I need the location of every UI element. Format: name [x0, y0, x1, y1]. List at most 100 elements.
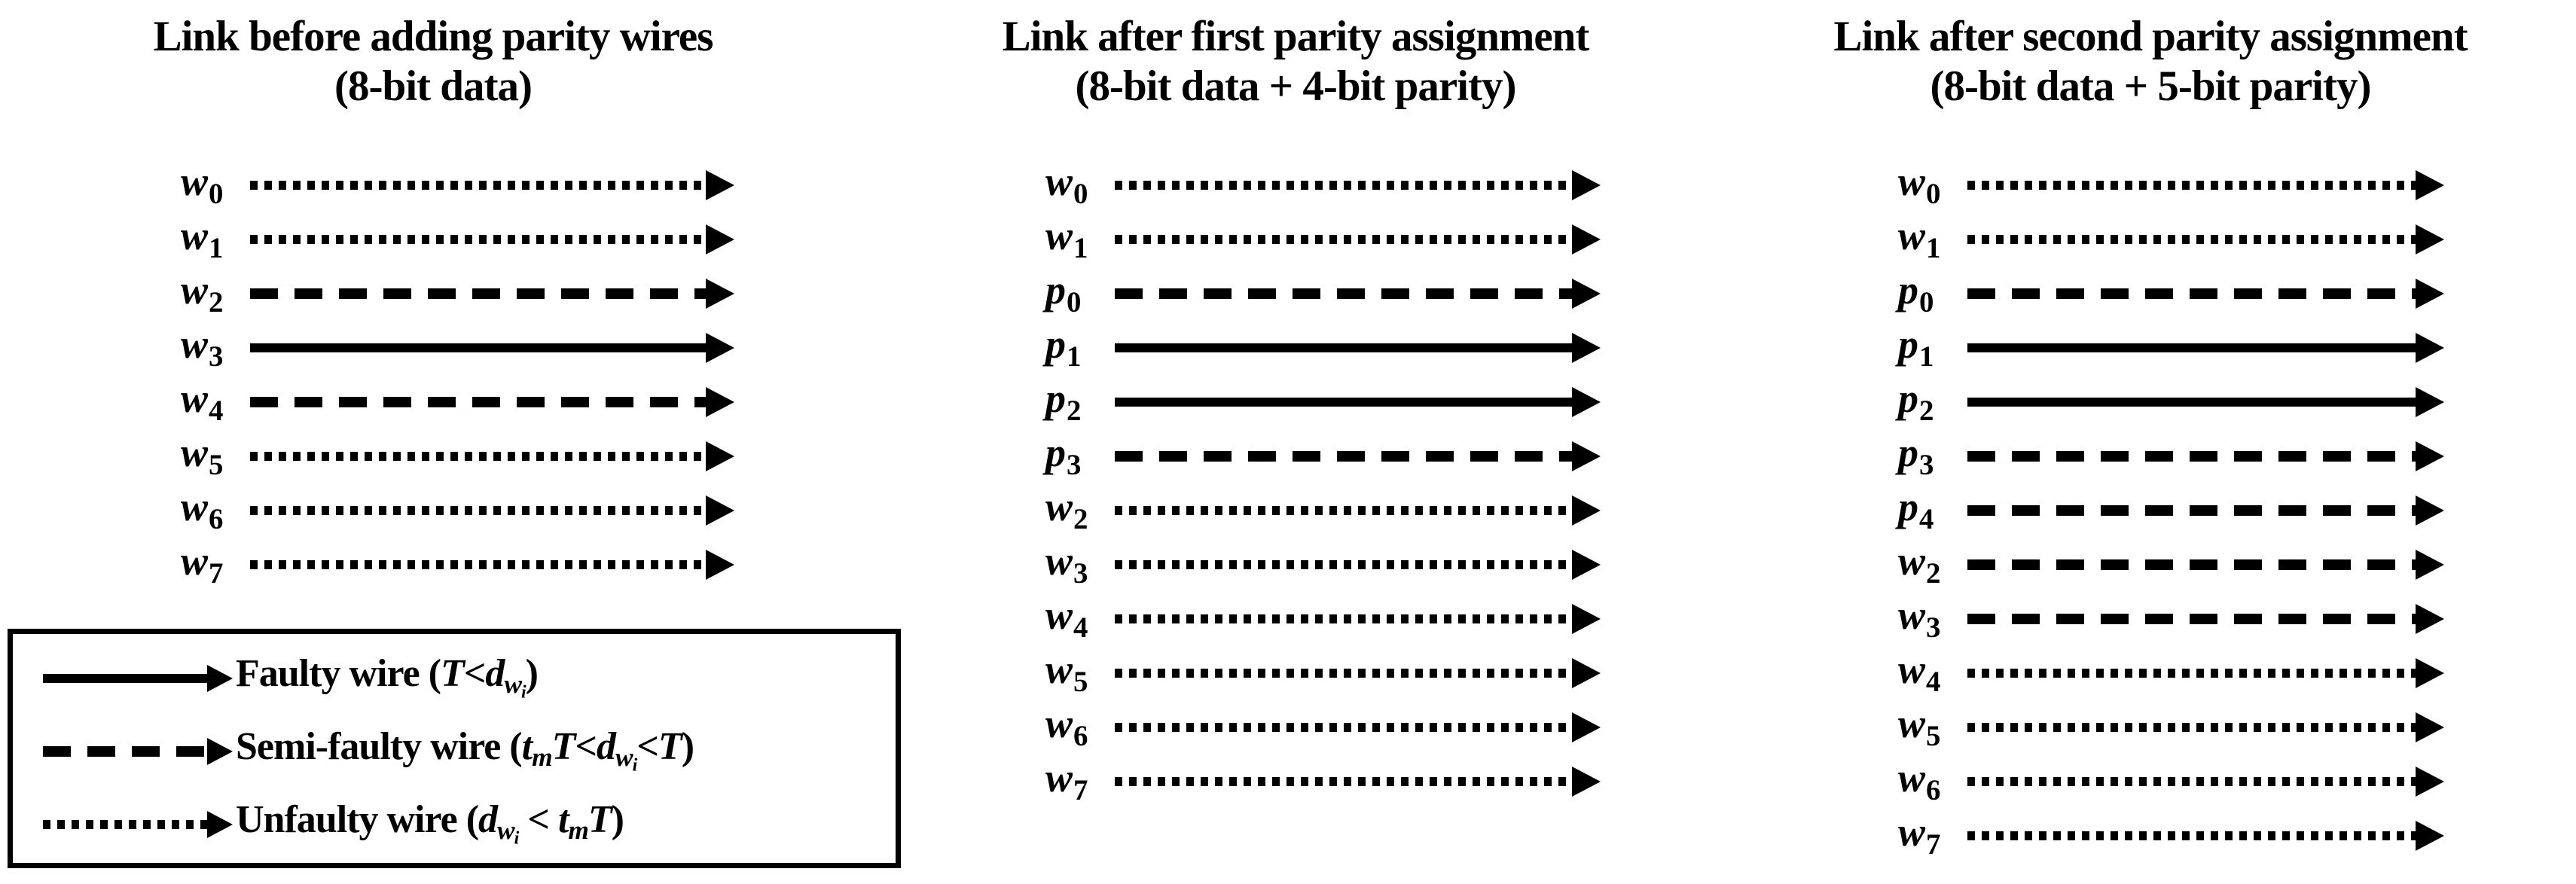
wire-line — [250, 375, 734, 429]
wire-label: w6 — [181, 486, 250, 535]
wire-line — [1115, 754, 1601, 809]
arrowhead-icon — [706, 279, 734, 309]
wire-subscript: 6 — [1926, 774, 1941, 807]
wire-subscript: 0 — [1926, 178, 1941, 211]
panel-title-line1: Link after second parity assignment — [1833, 13, 2468, 60]
wire-label: p3 — [1045, 432, 1115, 480]
legend-item-faulty: Faulty wire (T<dwi) — [43, 642, 888, 715]
arrowhead-icon — [1572, 387, 1601, 418]
wire-line — [250, 158, 734, 212]
panel-before-parity: Link before adding parity wires (8-bit d… — [0, 0, 866, 884]
math-var: w — [615, 742, 633, 773]
wire-line — [1115, 429, 1601, 483]
wire-list: w0 w1 w2 w3 w4 w5 — [0, 158, 866, 592]
wire-name: w — [1045, 593, 1073, 639]
wire-stroke — [1115, 398, 1574, 407]
wire-line — [250, 538, 734, 592]
arrowhead-icon — [706, 333, 734, 364]
legend-item-semi-faulty: Semi-faulty wire (tmT<dwi<T) — [43, 715, 888, 788]
legend-label: Semi-faulty wire (tmT<dwi<T) — [236, 725, 694, 776]
legend-label: Unfaulty wire (dwi < tmT) — [236, 798, 624, 848]
arrowhead-icon — [2416, 712, 2444, 743]
wire-line — [1967, 158, 2444, 212]
wire-name: p — [1045, 430, 1066, 476]
wire-row-w0: w0 — [181, 158, 734, 212]
math-operator: < — [463, 652, 487, 696]
legend-box: Faulty wire (T<dwi) Semi-faulty wire (tm… — [8, 629, 901, 868]
wire-subscript: 2 — [1073, 503, 1088, 536]
legend-stroke — [43, 673, 209, 683]
wire-row-w5: w5 — [1898, 700, 2444, 754]
arrowhead-icon — [1572, 333, 1601, 364]
wire-subscript: 5 — [1926, 720, 1941, 753]
wire-line — [1967, 700, 2444, 754]
wire-subscript: 6 — [1073, 720, 1088, 753]
arrowhead-icon — [706, 495, 734, 526]
wire-subscript: 7 — [1926, 828, 1941, 861]
wire-name: w — [1898, 647, 1926, 693]
wire-row-w5: w5 — [1045, 646, 1601, 700]
wire-row-w2: w2 — [1898, 538, 2444, 592]
wire-name: p — [1045, 267, 1066, 313]
math-subscript: wi — [504, 669, 526, 702]
wire-name: w — [1045, 701, 1073, 747]
wire-name: p — [1898, 267, 1918, 313]
arrowhead-icon — [1572, 170, 1601, 201]
wire-subscript: 3 — [1919, 449, 1934, 482]
wire-name: w — [181, 213, 209, 259]
wire-subscript: 1 — [1919, 340, 1934, 373]
arrowhead-icon — [2416, 224, 2444, 255]
wire-name: p — [1045, 322, 1066, 367]
legend-stroke — [43, 745, 209, 757]
wire-label: w2 — [1045, 486, 1115, 535]
math-var: d — [597, 725, 616, 769]
wire-subscript: 0 — [1919, 286, 1934, 319]
wire-name: w — [1045, 484, 1073, 530]
wire-line — [1967, 429, 2444, 483]
arrowhead-icon — [2416, 170, 2444, 201]
wire-row-w6: w6 — [181, 483, 734, 538]
wire-stroke — [1967, 288, 2418, 300]
legend-sample-line — [43, 788, 233, 861]
wire-label: w0 — [1045, 161, 1115, 209]
wire-row-p3: p3 — [1898, 429, 2444, 483]
wire-label: p3 — [1898, 432, 1967, 480]
wire-label: p2 — [1898, 378, 1967, 426]
wire-label: p1 — [1898, 324, 1967, 372]
wire-label: w7 — [1898, 812, 1967, 860]
math-var: w — [497, 815, 515, 846]
wire-name: p — [1045, 376, 1066, 422]
wire-subscript: 5 — [209, 449, 224, 482]
math-operator: < — [636, 725, 659, 769]
wire-stroke — [250, 397, 708, 408]
wire-stroke — [1115, 451, 1574, 462]
wire-line — [1115, 321, 1601, 375]
wire-label: p1 — [1045, 324, 1115, 372]
wire-label: w3 — [1045, 541, 1115, 589]
wire-name: w — [1045, 755, 1073, 801]
wire-subscript: 1 — [1926, 232, 1941, 265]
arrowhead-icon — [1572, 495, 1601, 526]
wire-subscript: 2 — [1067, 395, 1082, 428]
arrowhead-icon — [1572, 550, 1601, 581]
arrowhead-icon — [207, 664, 233, 692]
math-subscript: i — [633, 756, 638, 776]
wire-line — [1115, 700, 1601, 754]
wire-list: w0 w1 p0 p1 p2 p3 — [866, 158, 1725, 809]
math-var: d — [478, 798, 498, 842]
wire-line — [250, 321, 734, 375]
wire-name: w — [1898, 593, 1926, 639]
wire-stroke — [1967, 777, 2418, 787]
wire-label: w0 — [1898, 161, 1967, 209]
panel-title: Link after first parity assignment (8-bi… — [866, 12, 1725, 111]
wire-stroke — [1967, 181, 2418, 191]
wire-row-w6: w6 — [1898, 754, 2444, 809]
legend-item-unfaulty: Unfaulty wire (dwi < tmT) — [43, 788, 888, 861]
wire-row-p1: p1 — [1898, 321, 2444, 375]
wire-name: w — [1898, 701, 1926, 747]
wire-row-p0: p0 — [1898, 267, 2444, 321]
wire-row-w4: w4 — [1898, 646, 2444, 700]
math-subscript: i — [521, 683, 526, 703]
panel-title-line2: (8-bit data + 4-bit parity) — [1075, 62, 1517, 111]
wire-stroke — [1967, 235, 2418, 245]
